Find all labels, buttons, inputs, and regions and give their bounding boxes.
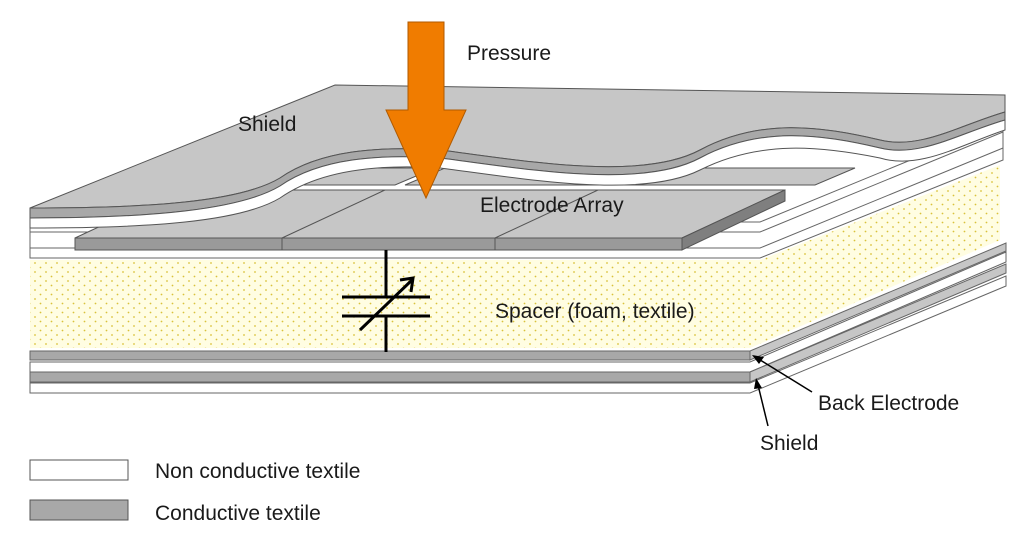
electrode-array-label: Electrode Array: [480, 194, 624, 217]
bottom-shield-layer: [29, 263, 1007, 383]
shield-bottom-label: Shield: [760, 432, 818, 455]
lower-nonconductive-layer: [29, 275, 1007, 394]
electrode-pad: [494, 189, 786, 251]
legend: Non conductive textile Conductive textil…: [29, 459, 360, 525]
down-arrow-icon: [385, 21, 467, 200]
legend-swatch-nonconductive: [29, 459, 129, 481]
legend-swatch-conductive: [29, 499, 129, 521]
top-shield-layer: [29, 84, 1006, 229]
pressure-label: Pressure: [467, 42, 551, 65]
back-electrode-label: Back Electrode: [818, 392, 959, 415]
back-electrode-pointer: [752, 355, 813, 393]
back-electrode-layer: [29, 242, 1007, 361]
spacer-layer: [30, 165, 1000, 348]
shield-pointer: [754, 378, 769, 427]
variable-capacitor-icon: [342, 250, 430, 352]
legend-nonconductive-label: Non conductive textile: [155, 460, 360, 483]
shield-top-label: Shield: [238, 113, 296, 136]
spacer-label: Spacer (foam, textile): [495, 300, 695, 323]
legend-conductive-label: Conductive textile: [155, 502, 321, 525]
